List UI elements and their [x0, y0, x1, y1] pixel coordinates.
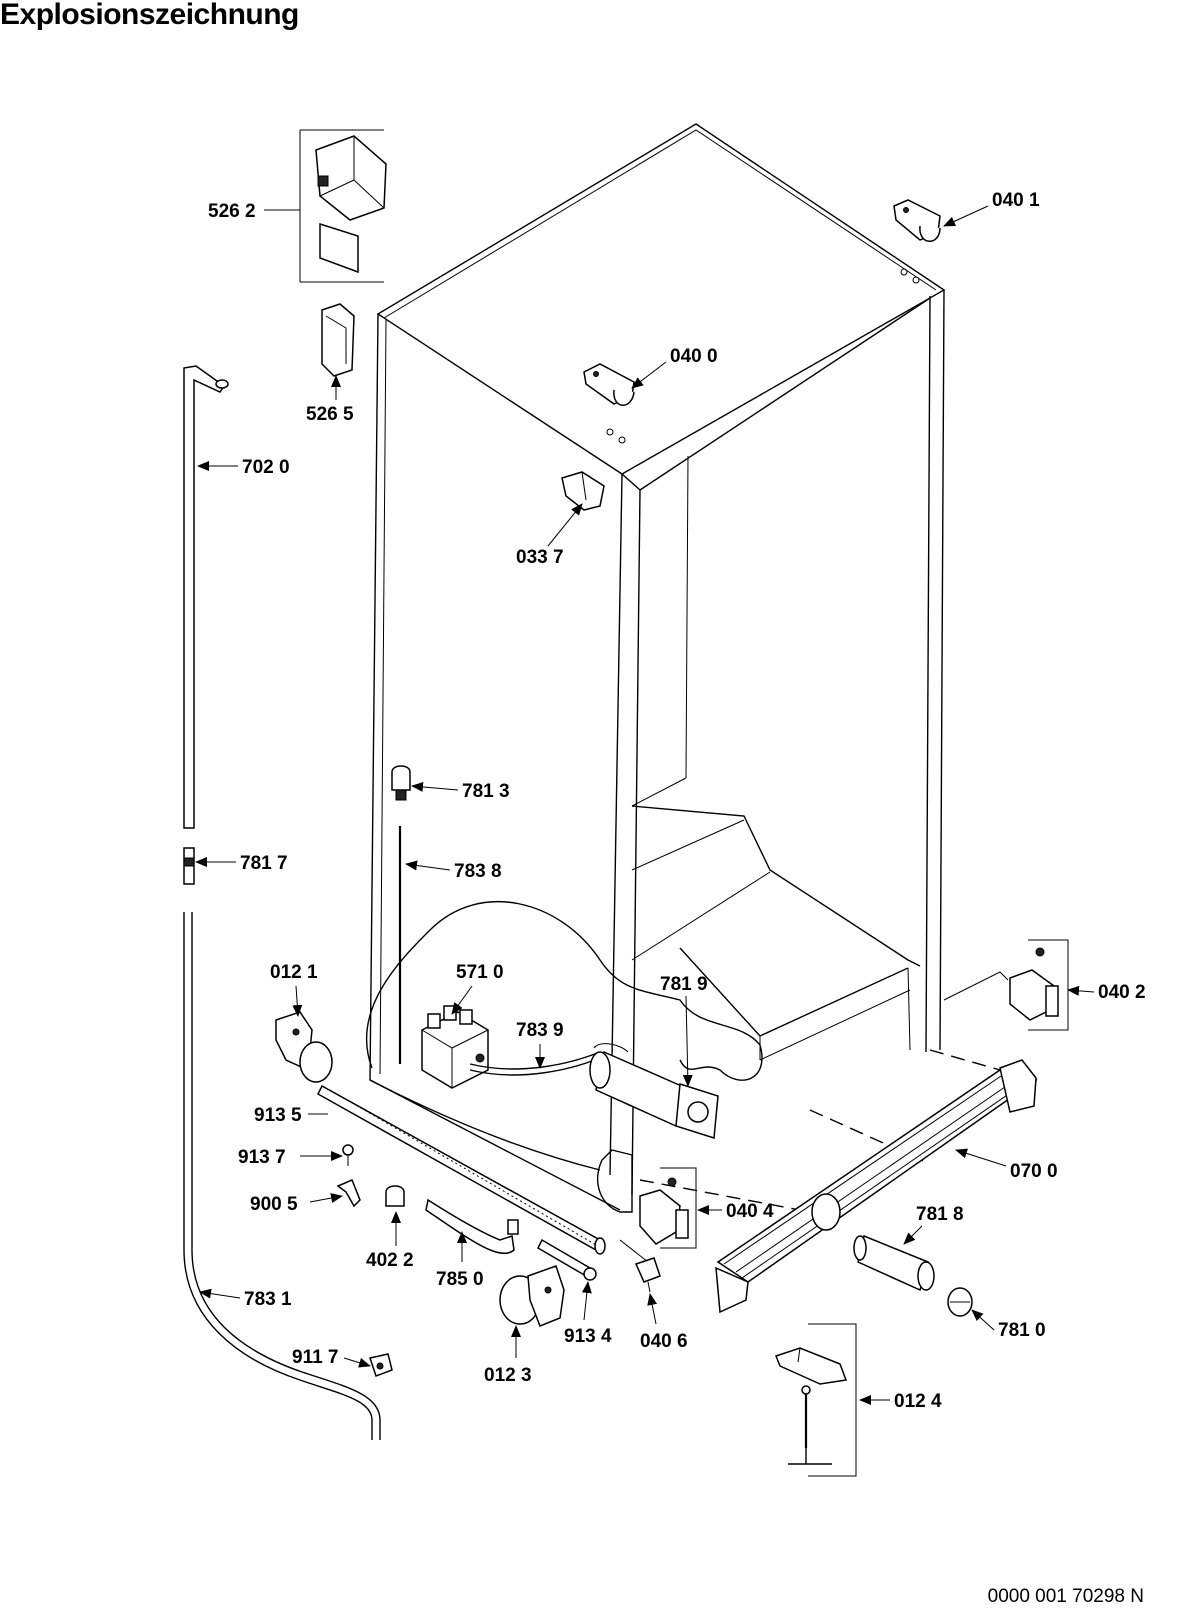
label-7020: 702 0	[242, 457, 290, 478]
label-0404: 040 4	[726, 1201, 774, 1222]
label-0121: 012 1	[270, 962, 318, 983]
label-0123: 012 3	[484, 1365, 532, 1386]
upper-hinge-part	[893, 199, 941, 242]
label-7838: 783 8	[454, 861, 502, 882]
label-7839: 783 9	[516, 1020, 564, 1041]
label-0700: 070 0	[1010, 1161, 1058, 1182]
cover-cap-part	[561, 471, 605, 511]
screw-part	[342, 1144, 354, 1166]
label-7810: 781 0	[998, 1320, 1046, 1341]
label-5262: 526 2	[208, 201, 256, 222]
cap-part	[385, 1185, 405, 1207]
lower-hinge-part	[639, 1167, 697, 1249]
short-bolt-part	[537, 1238, 597, 1281]
label-9135: 913 5	[254, 1105, 302, 1126]
clip-part	[336, 1179, 361, 1208]
connector-part	[183, 847, 195, 885]
label-0337: 033 7	[516, 547, 564, 568]
label-7819: 781 9	[660, 974, 708, 995]
page-title: Explosionszeichnung	[0, 0, 299, 31]
label-9005: 900 5	[250, 1194, 298, 1215]
label-0124: 012 4	[894, 1391, 942, 1412]
middle-hinge-part	[583, 363, 635, 406]
long-rod-part	[183, 365, 229, 829]
bent-tube-part	[183, 912, 381, 1440]
part-labels: 526 2 526 5 040 1 040 0 702 0 033 7 781 …	[208, 190, 1146, 1412]
label-7817: 781 7	[240, 853, 288, 874]
assembly-lines	[619, 971, 1009, 1263]
document-number: 0000 001 70298 N	[987, 1586, 1144, 1607]
roller-foot-part	[275, 1011, 333, 1083]
label-5710: 571 0	[456, 962, 504, 983]
nut-part	[369, 1353, 393, 1377]
small-panel-part	[321, 303, 355, 377]
label-9134: 913 4	[564, 1326, 612, 1347]
knob-part	[947, 1287, 973, 1317]
control-housing-part	[299, 129, 387, 283]
label-7813: 781 3	[462, 781, 510, 802]
cabinet-body	[366, 123, 946, 1213]
label-9137: 913 7	[238, 1147, 286, 1168]
capillary-tube-part	[469, 1051, 601, 1076]
valve-part	[421, 1005, 489, 1089]
bracket-part	[634, 1257, 661, 1293]
cylinder-part	[589, 1043, 719, 1139]
tube-heater-part	[853, 1234, 935, 1292]
drain-hose-part	[425, 1198, 519, 1255]
plug-part	[391, 765, 411, 801]
label-0406: 040 6	[640, 1331, 688, 1352]
label-7818: 781 8	[916, 1204, 964, 1225]
label-7850: 785 0	[436, 1269, 484, 1290]
right-hinge-part	[1009, 939, 1069, 1031]
label-7831: 783 1	[244, 1289, 292, 1310]
label-0400: 040 0	[670, 346, 718, 367]
front-roller-part	[499, 1265, 565, 1327]
label-0401: 040 1	[992, 190, 1040, 211]
leveling-kit-part	[775, 1323, 857, 1477]
label-0402: 040 2	[1098, 982, 1146, 1003]
leader-lines	[195, 205, 1095, 1405]
label-5265: 526 5	[306, 404, 354, 425]
label-9117: 911 7	[292, 1347, 339, 1368]
threaded-bolt-part	[317, 1084, 606, 1255]
label-4022: 402 2	[366, 1250, 414, 1271]
base-rail-part	[715, 1059, 1038, 1314]
